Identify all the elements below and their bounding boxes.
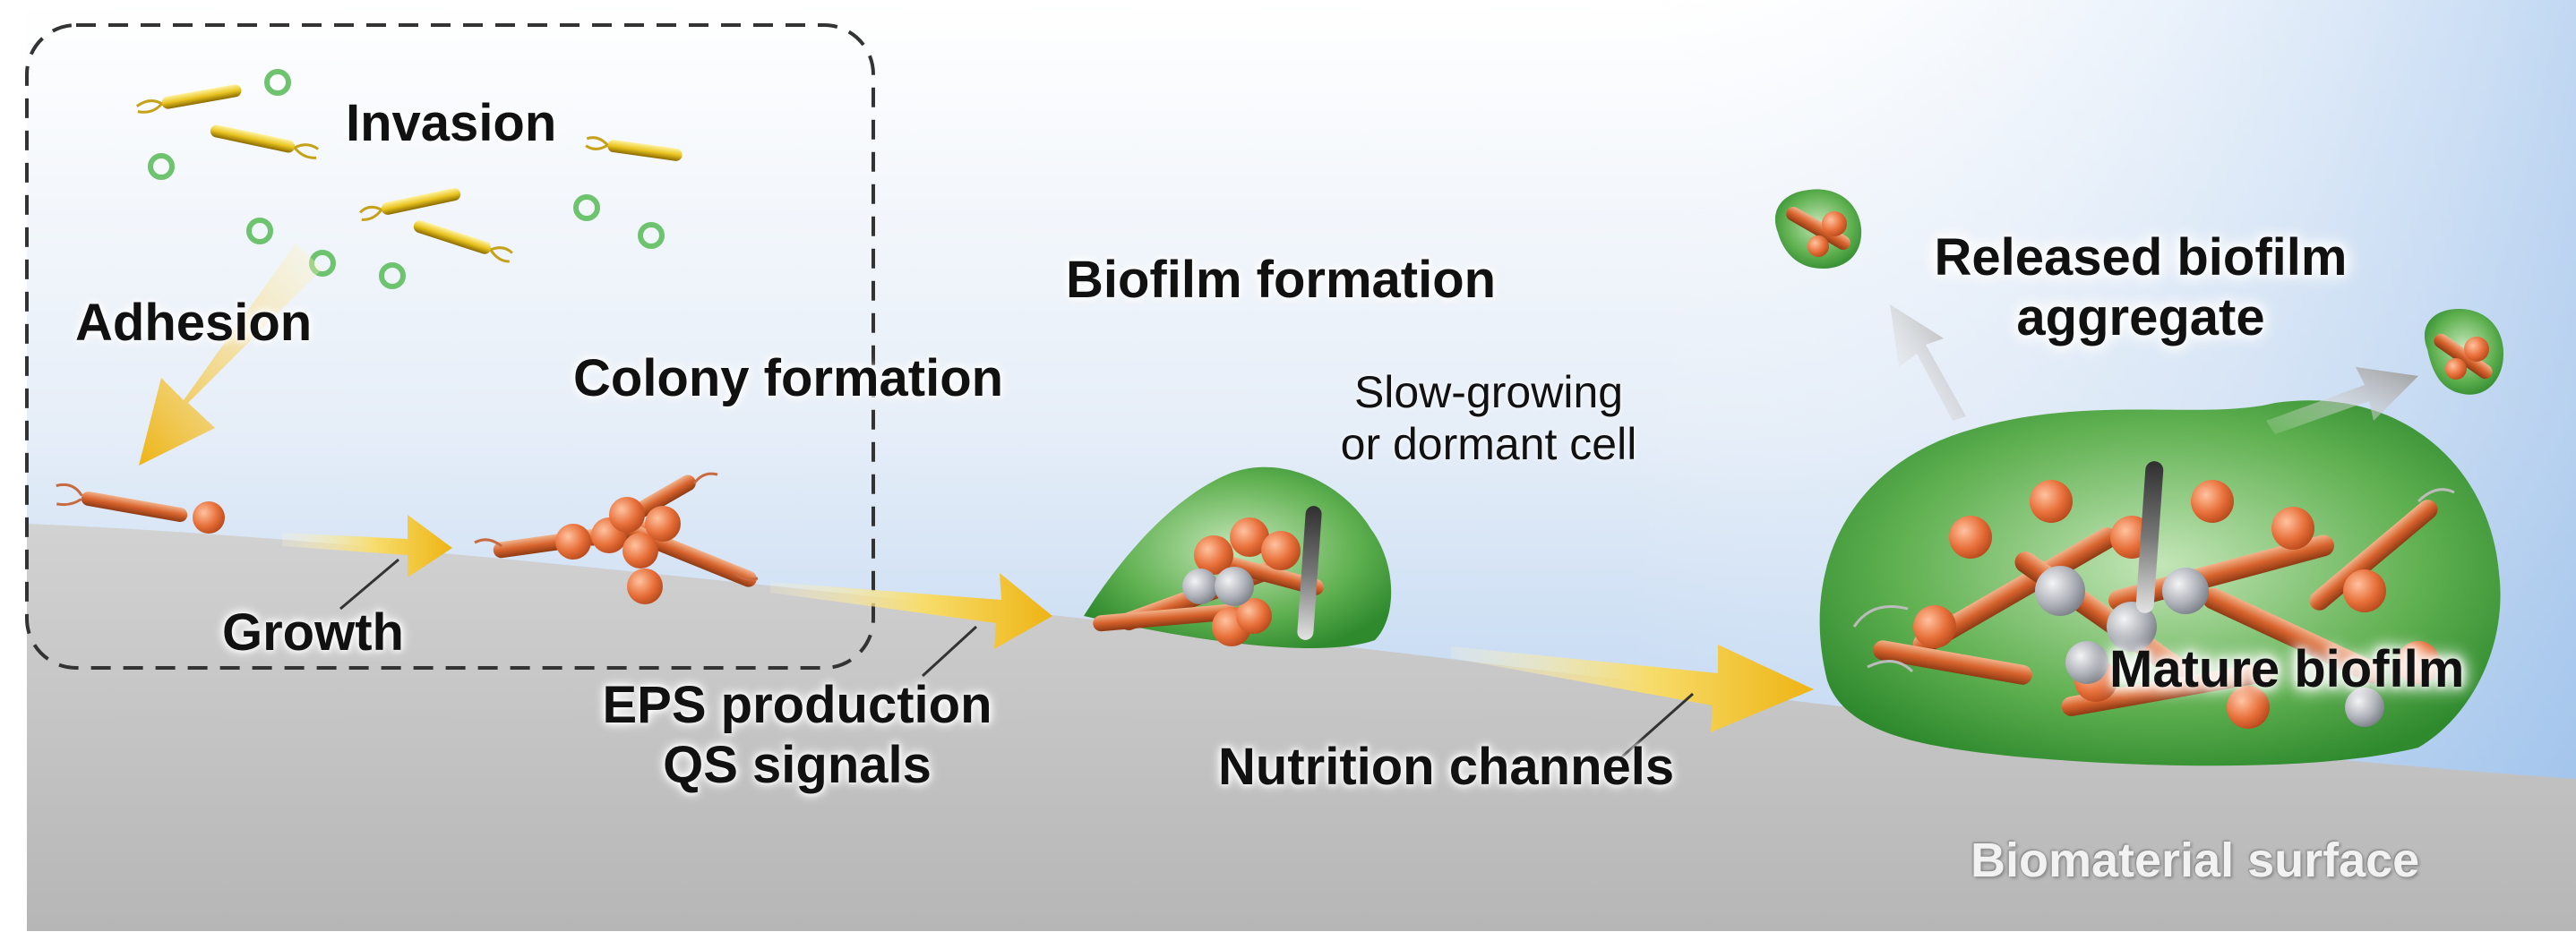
planktonic-cell xyxy=(246,218,273,244)
released-aggregate-right xyxy=(2424,309,2503,395)
planktonic-cell xyxy=(379,262,406,289)
nutrition-pointer-line xyxy=(1611,692,1694,767)
eps-pointer-line xyxy=(921,625,978,678)
early-stage-dashed-box xyxy=(25,23,875,670)
slow-growing-line-1: Slow-growing xyxy=(1353,367,1624,417)
qs-signals-line: QS signals xyxy=(663,735,932,794)
adhesion-arrow xyxy=(139,244,322,466)
biomaterial-surface-shape xyxy=(27,524,2576,931)
flagellated-rod xyxy=(413,220,513,263)
bottom-margin xyxy=(0,931,2576,949)
released-aggregate-label: Released biofilm aggregate xyxy=(1908,228,2374,347)
slow-growing-line-2: or dormant cell xyxy=(1340,418,1637,469)
released-line-2: aggregate xyxy=(2016,287,2265,346)
colony-formation-label: Colony formation xyxy=(573,349,1004,407)
flagellated-rod xyxy=(359,188,461,221)
adhesion-label: Adhesion xyxy=(75,294,313,352)
biomaterial-surface-label: Biomaterial surface xyxy=(1971,834,2420,887)
eps-production-arrow xyxy=(770,573,1052,649)
flagellated-rod xyxy=(135,84,242,114)
biofilm-formation-label: Biofilm formation xyxy=(1066,251,1497,309)
growth-arrow xyxy=(282,515,452,577)
attached-bacterium xyxy=(56,483,225,534)
left-margin xyxy=(0,0,27,949)
early-biofilm xyxy=(1084,466,1392,649)
planktonic-cell xyxy=(264,69,291,96)
flagellated-rod xyxy=(210,124,320,159)
invading-bacteria xyxy=(135,84,683,263)
planktonic-cell xyxy=(573,194,600,221)
released-aggregate-left xyxy=(1774,189,1862,269)
slow-growing-cell-label: Slow-growing or dormant cell xyxy=(1301,367,1677,470)
mature-biofilm-label: Mature biofilm xyxy=(2109,640,2465,698)
nutrition-channels-arrow xyxy=(1451,645,1814,732)
eps-production-line: EPS production xyxy=(602,676,992,734)
planktonic-cell xyxy=(148,153,175,180)
planktonic-cell xyxy=(638,222,665,249)
growth-label: Growth xyxy=(222,603,404,662)
invasion-label: Invasion xyxy=(346,94,557,152)
eps-qs-label: EPS production QS signals xyxy=(564,676,1030,795)
dispersal-arrow-left xyxy=(1890,304,1966,421)
colony-cluster xyxy=(474,472,759,604)
nutrition-channels-label: Nutrition channels xyxy=(1218,738,1675,796)
dispersal-arrow-right xyxy=(2266,367,2418,434)
planktonic-cells xyxy=(148,69,665,289)
released-line-1: Released biofilm xyxy=(1934,228,2348,286)
growth-pointer-line xyxy=(339,558,399,611)
flagellated-rod xyxy=(585,136,683,161)
mature-biofilm-mass xyxy=(1819,400,2501,766)
